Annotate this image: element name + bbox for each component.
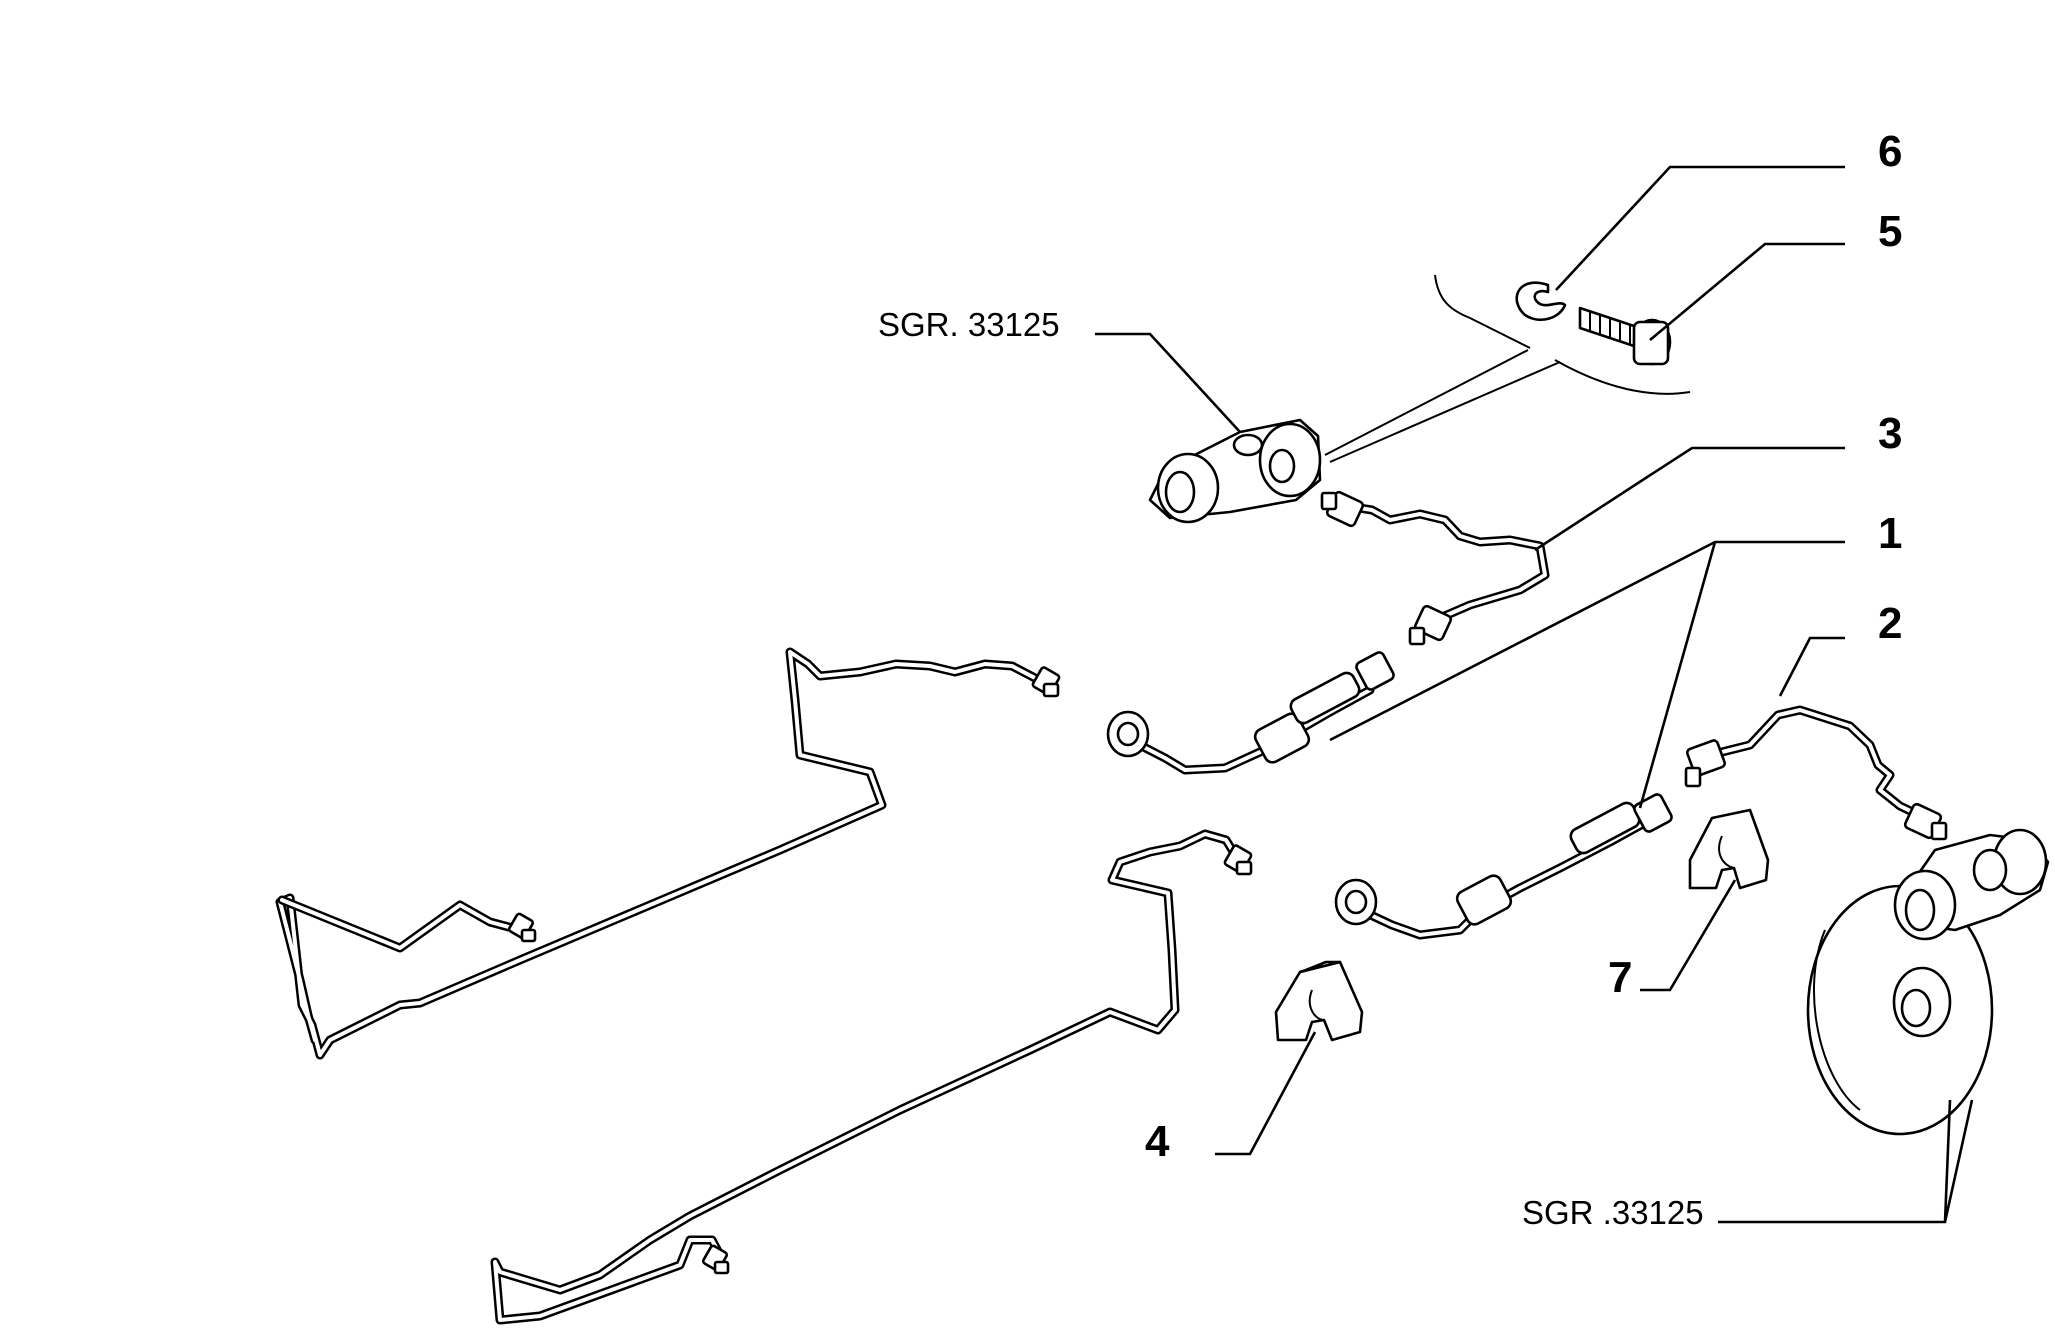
part-1-flex-hose-upper — [1106, 651, 1395, 775]
pipe-fitting-upper-b — [508, 912, 537, 943]
part-7-clip — [1688, 808, 1770, 890]
rigid-pipe-upper — [275, 647, 1050, 1060]
leader-lines — [1095, 165, 1974, 1224]
part-2-short-pipe — [1684, 705, 1948, 841]
brake-disc — [1806, 884, 1994, 1136]
callout-6: 6 — [1878, 127, 1902, 176]
callout-7: 7 — [1608, 953, 1632, 1002]
rigid-pipe-upper-branch — [277, 895, 525, 953]
bracket-outline — [1434, 274, 1691, 395]
callout-2: 2 — [1878, 599, 1902, 648]
wheel-cylinder-upper — [1148, 418, 1322, 524]
reference-label-top: SGR. 33125 — [878, 306, 1060, 343]
callout-5: 5 — [1878, 207, 1902, 256]
callout-1: 1 — [1878, 509, 1902, 558]
pipe-fitting-lower-a — [1223, 844, 1253, 876]
callout-4: 4 — [1145, 1117, 1170, 1166]
part-1-flex-hose-lower — [1334, 793, 1673, 940]
reference-label-bottom: SGR .33125 — [1522, 1194, 1704, 1231]
rigid-pipe-lower — [490, 829, 1242, 1325]
wheel-cylinder-lower — [1893, 828, 2050, 941]
assembly-line-cylinder-upper — [1324, 349, 1561, 463]
part-3-short-pipe — [1320, 490, 1550, 646]
part-4-clip — [1274, 960, 1364, 1042]
pipe-fitting-upper-a — [1031, 666, 1061, 698]
part-6-circlip — [1515, 281, 1567, 321]
pipe-fitting-lower-b — [702, 1244, 730, 1275]
callout-3: 3 — [1878, 409, 1902, 458]
